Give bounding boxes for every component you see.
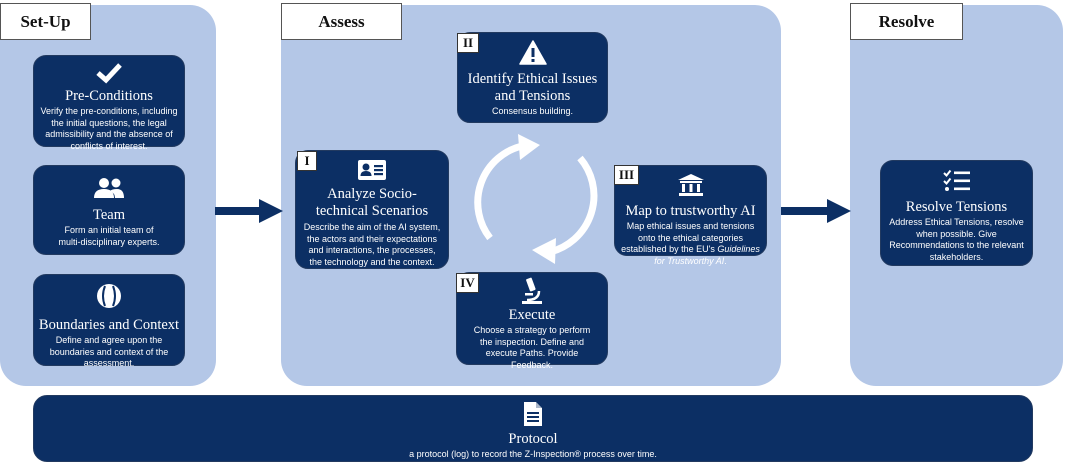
card-desc: Consensus building.: [491, 106, 574, 116]
card-desc: Verify the pre-conditions, including the…: [40, 106, 178, 151]
step-number-ii: II: [457, 33, 479, 53]
card-desc: Form an initial team of multi-disciplina…: [58, 225, 160, 247]
protocol-bar[interactable]: Protocol a protocol (log) to record the …: [33, 395, 1033, 462]
phase-label-setup: Set-Up: [0, 3, 91, 40]
id-card-icon: [357, 157, 387, 182]
arrow-setup-to-assess-icon: [215, 199, 283, 223]
card-title: Identify Ethical Issues and Tensions: [467, 71, 598, 104]
card-title: Pre-Conditions: [65, 88, 153, 104]
boundary-ball-icon: [96, 283, 122, 309]
desc-suffix: .: [724, 255, 727, 266]
microscope-icon: [519, 277, 545, 305]
protocol-desc: a protocol (log) to record the Z-Inspect…: [409, 449, 657, 459]
card-desc: Describe the aim of the AI system, the a…: [303, 222, 441, 267]
guidelines-title: Guidelines for Trustworthy AI: [654, 244, 760, 266]
card-title: Resolve Tensions: [905, 199, 1008, 215]
step-number-iii: III: [614, 165, 639, 185]
card-desc: Define and agree upon the boundaries and…: [49, 335, 169, 368]
card-desc: Choose a strategy to perform the inspect…: [473, 325, 591, 370]
card-map-trustworthy-ai[interactable]: Map to trustworthy AI Map ethical issues…: [614, 165, 767, 266]
card-resolve-tensions[interactable]: Resolve Tensions Address Ethical Tension…: [880, 160, 1033, 266]
document-icon: [523, 400, 543, 428]
checklist-icon: [942, 168, 971, 194]
card-title: Execute: [508, 307, 556, 323]
card-desc: Address Ethical Tensions, resolve when p…: [889, 217, 1024, 262]
cycle-arrows-icon: [474, 134, 598, 264]
protocol-title: Protocol: [508, 431, 558, 447]
card-desc: Map ethical issues and tensions onto the…: [615, 221, 766, 267]
card-title: Map to trustworthy AI: [625, 203, 756, 219]
desc-prefix: Map ethical issues and tensions onto the…: [621, 221, 755, 254]
people-icon: [93, 176, 125, 200]
card-identify-ethical-issues[interactable]: Identify Ethical Issues and Tensions Con…: [457, 32, 608, 123]
card-boundaries-context[interactable]: Boundaries and Context Define and agree …: [33, 274, 185, 368]
institution-icon: [677, 173, 705, 197]
step-number-i: I: [297, 151, 317, 171]
card-team[interactable]: Team Form an initial team of multi-disci…: [33, 165, 185, 255]
warning-icon: [518, 39, 547, 65]
card-execute[interactable]: Execute Choose a strategy to perform the…: [456, 272, 608, 370]
card-analyze-scenarios[interactable]: Analyze Socio-technical Scenarios Descri…: [295, 150, 449, 269]
phase-label-resolve: Resolve: [850, 3, 963, 40]
card-title: Team: [93, 207, 125, 223]
checkmark-icon: [95, 62, 123, 84]
phase-label-assess: Assess: [281, 3, 402, 40]
card-title: Boundaries and Context: [38, 317, 180, 333]
card-pre-conditions[interactable]: Pre-Conditions Verify the pre-conditions…: [33, 55, 185, 151]
step-number-iv: IV: [456, 273, 479, 293]
arrow-assess-to-resolve-icon: [781, 199, 851, 223]
card-title: Analyze Socio-technical Scenarios: [315, 186, 429, 219]
